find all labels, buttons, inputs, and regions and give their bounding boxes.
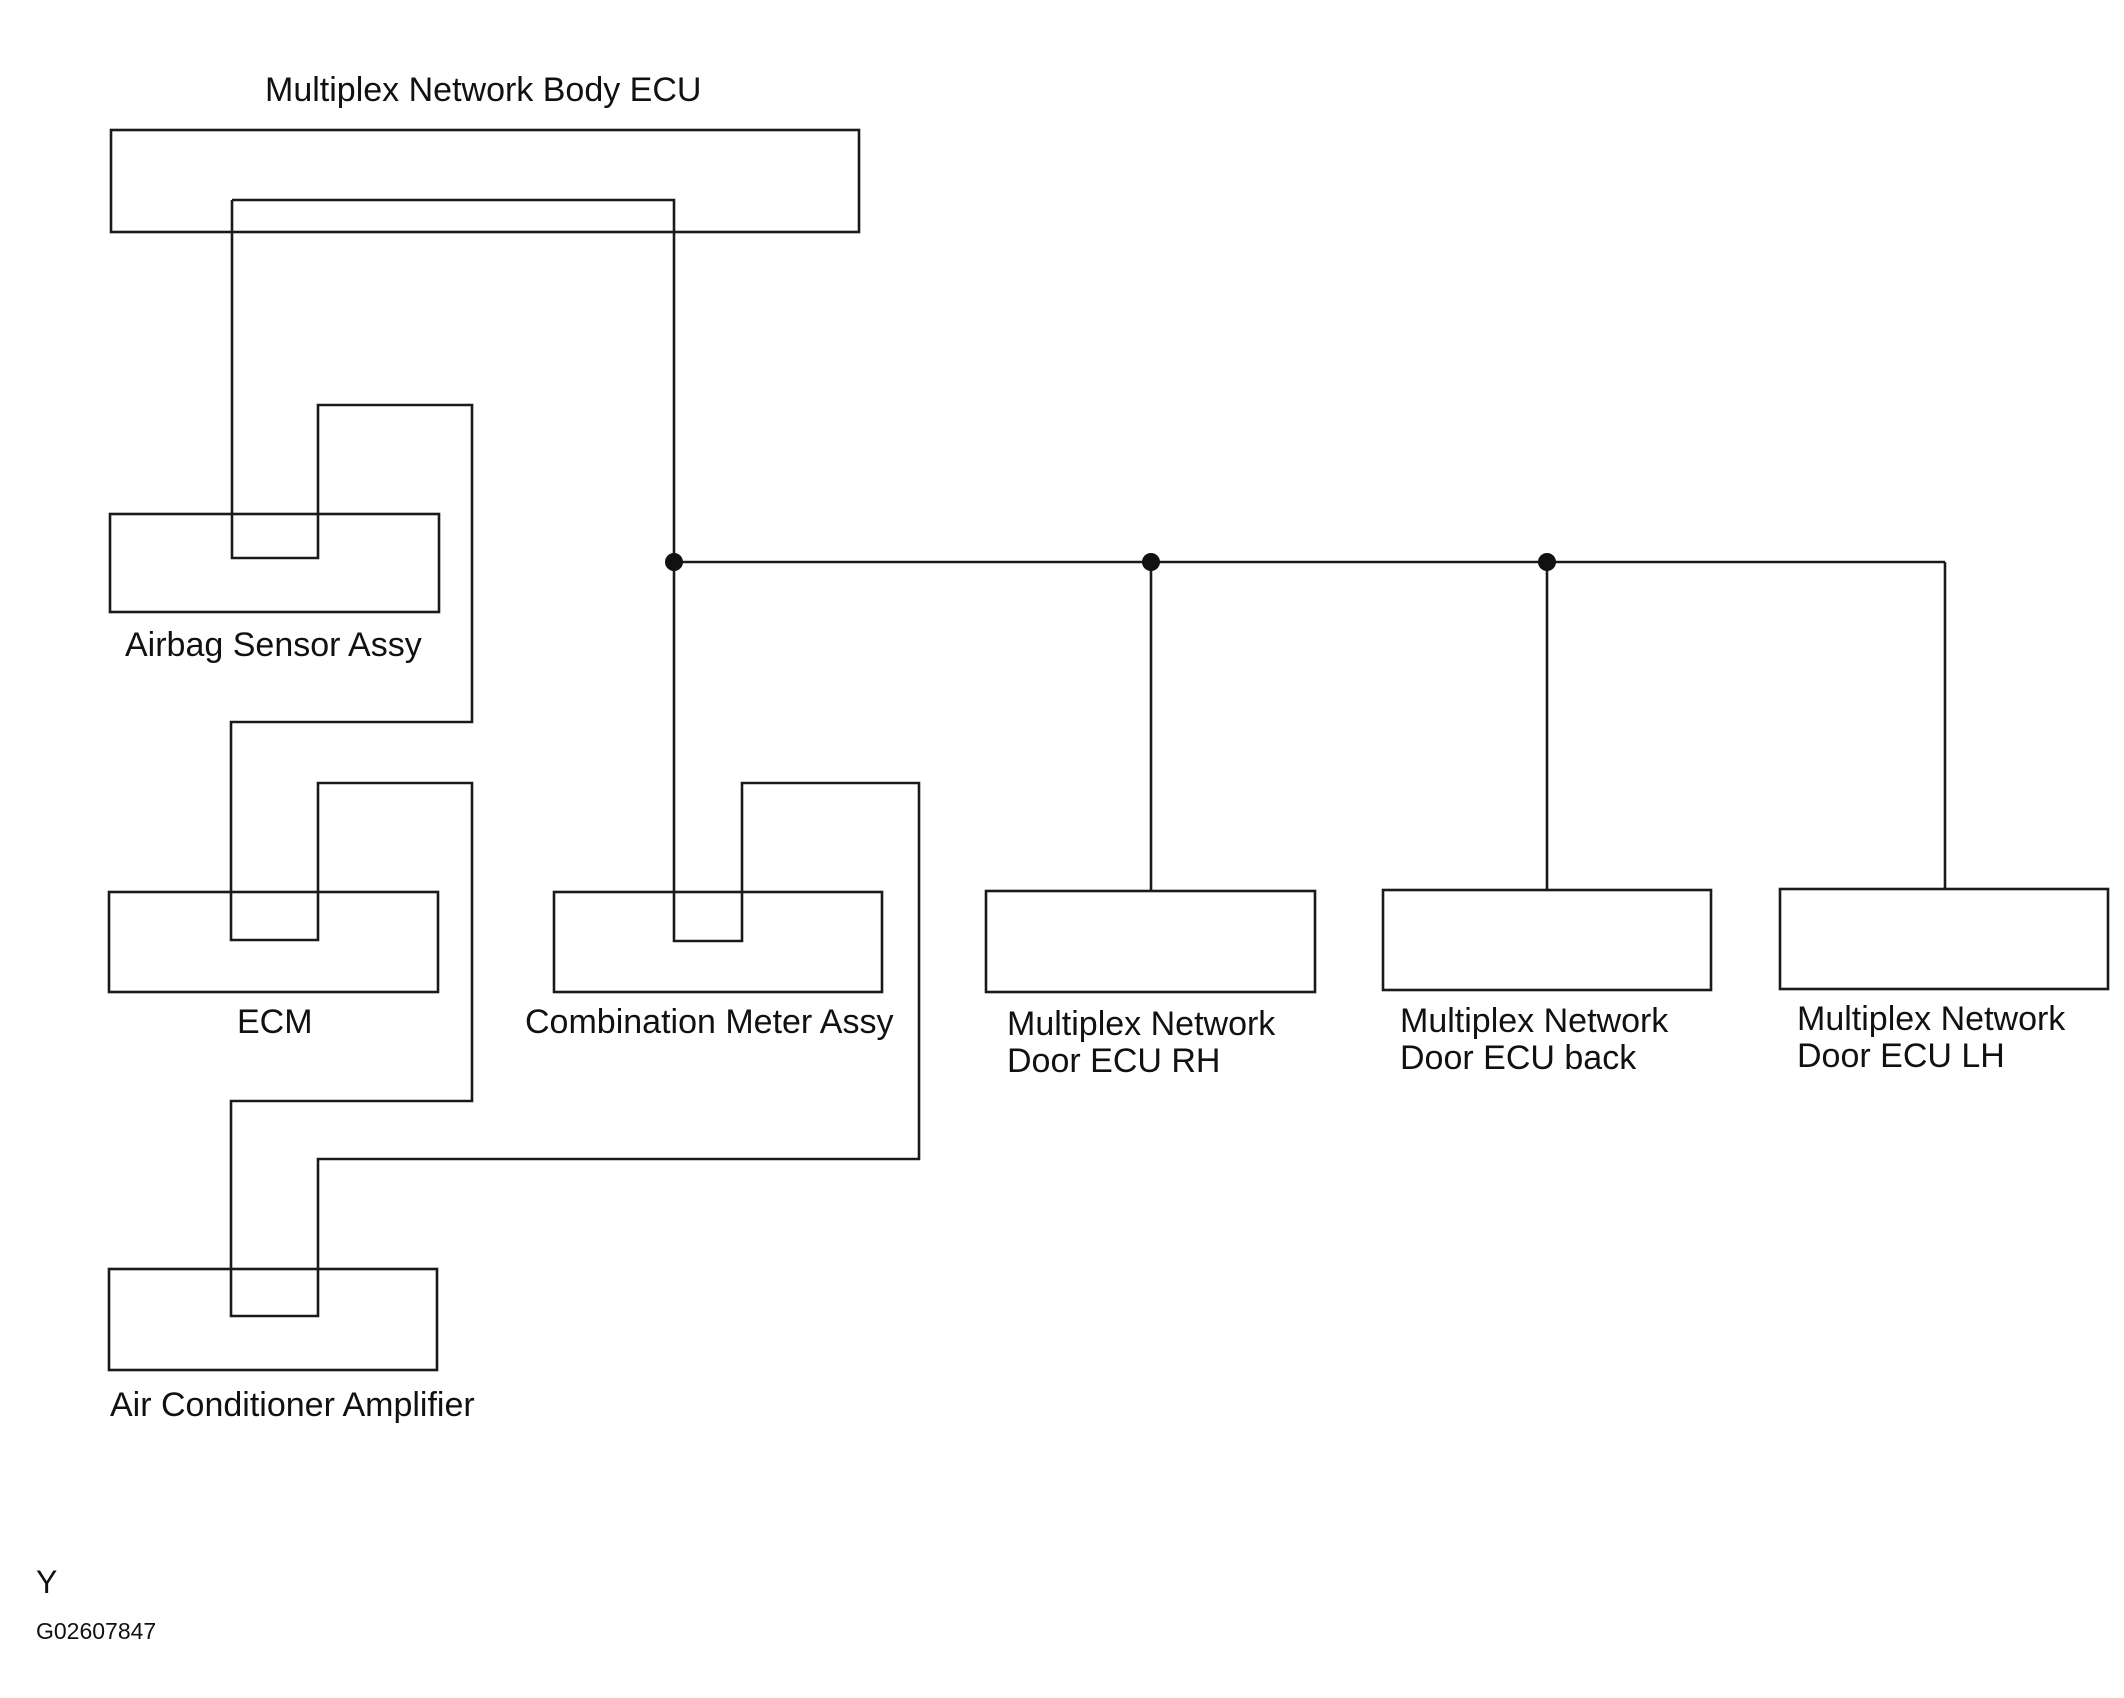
door-ecu-lh-label-line2: Door ECU LH	[1797, 1037, 2005, 1075]
airbag-sensor-label: Airbag Sensor Assy	[125, 626, 422, 664]
airbag-sensor-box	[108, 512, 441, 614]
ecm-box	[107, 890, 440, 994]
ecm-label: ECM	[237, 1003, 313, 1041]
door-ecu-back-label-line1: Multiplex Network	[1400, 1002, 1669, 1040]
ac-amplifier-box	[107, 1267, 439, 1372]
combination-meter-box	[552, 890, 884, 994]
body-ecu-label: Multiplex Network Body ECU	[265, 71, 701, 109]
door-ecu-lh-label-line1: Multiplex Network	[1797, 1000, 2066, 1038]
door-ecu-back-box	[1381, 888, 1713, 992]
daisy-chain-wire	[229, 198, 921, 1318]
combination-meter-label: Combination Meter Assy	[525, 1003, 894, 1041]
junction-dot	[1538, 553, 1556, 571]
door-ecu-rh-label-line2: Door ECU RH	[1007, 1042, 1220, 1080]
door-ecu-rh-label-line1: Multiplex Network	[1007, 1005, 1276, 1043]
door-ecu-lh-box	[1778, 887, 2110, 991]
door-ecu-back-label-line2: Door ECU back	[1400, 1039, 1637, 1077]
ac-amplifier-label: Air Conditioner Amplifier	[110, 1386, 475, 1424]
door-ecu-rh-box	[984, 889, 1317, 994]
body-ecu-box	[109, 128, 861, 234]
junction-dot	[1142, 553, 1160, 571]
figure-code: G02607847	[36, 1618, 156, 1644]
junction-dot	[665, 553, 683, 571]
footer-mark: Y	[36, 1564, 57, 1600]
